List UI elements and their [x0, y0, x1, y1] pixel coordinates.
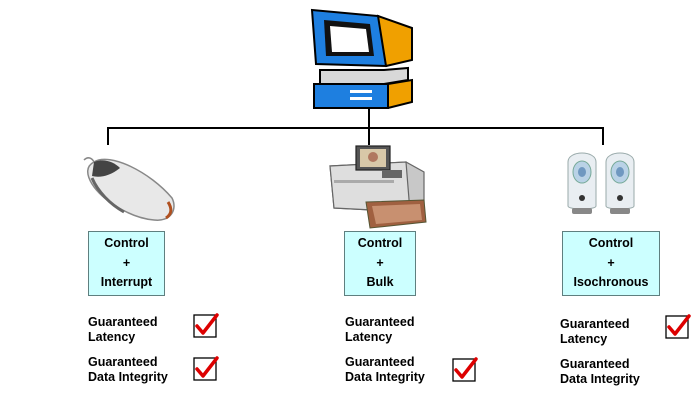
transfer-type-control: Control: [357, 236, 403, 250]
transfer-type-interrupt: Interrupt: [100, 275, 153, 289]
guarantee-latency-speakers: Guaranteed Latency: [560, 317, 630, 346]
printer-icon: [329, 145, 427, 229]
check-icon: [193, 356, 219, 381]
guarantee-integrity-printer: Guaranteed Data Integrity: [345, 355, 425, 384]
transfer-box-mouse: Control + Interrupt: [88, 231, 165, 296]
transfer-box-speakers: Control + Isochronous: [562, 231, 660, 296]
transfer-type-plus: +: [607, 255, 615, 270]
transfer-type-plus: +: [122, 255, 131, 270]
guarantee-integrity-mouse: Guaranteed Data Integrity: [88, 355, 168, 384]
check-icon: [193, 313, 219, 338]
transfer-type-plus: +: [376, 255, 384, 270]
transfer-box-printer: Control + Bulk: [344, 231, 416, 296]
check-icon: [665, 314, 691, 339]
transfer-type-bulk: Bulk: [366, 275, 394, 289]
guarantee-latency-mouse: Guaranteed Latency: [88, 315, 158, 344]
speakers-icon: [567, 152, 635, 214]
transfer-type-control: Control: [104, 236, 149, 250]
guarantee-integrity-speakers: Guaranteed Data Integrity: [560, 357, 640, 386]
transfer-type-control: Control: [588, 236, 634, 250]
transfer-type-isochronous: Isochronous: [573, 275, 649, 289]
check-icon: [452, 357, 478, 382]
mouse-icon: [83, 157, 175, 221]
computer-icon: [310, 8, 413, 109]
guarantee-latency-printer: Guaranteed Latency: [345, 315, 415, 344]
